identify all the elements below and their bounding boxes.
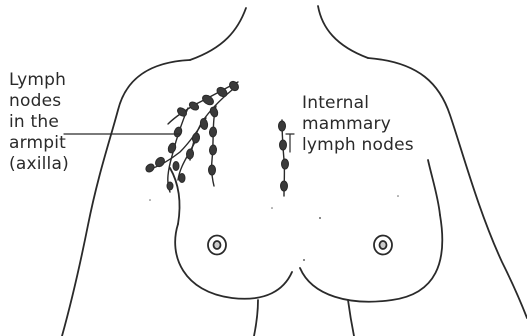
label-line: armpit bbox=[9, 133, 69, 154]
axillary-node bbox=[167, 182, 173, 190]
label-line: Internal bbox=[302, 93, 414, 114]
axillary-node bbox=[179, 174, 185, 183]
axillary-node bbox=[209, 127, 217, 138]
axillary-node bbox=[192, 132, 201, 143]
label-line: lymph nodes bbox=[302, 135, 414, 156]
axillary-node bbox=[173, 162, 179, 171]
neck-left-outline bbox=[190, 8, 246, 60]
axillary-node bbox=[209, 106, 219, 118]
axillary-node bbox=[144, 162, 155, 173]
label-line: nodes bbox=[9, 91, 69, 112]
axillary-node bbox=[173, 126, 183, 138]
axillary-node bbox=[209, 145, 217, 156]
axillary-lymph-nodes bbox=[144, 80, 240, 190]
label-line: (axilla) bbox=[9, 154, 69, 175]
axillary-node bbox=[200, 118, 209, 130]
scan-speckles bbox=[149, 195, 399, 261]
lower-torso-right bbox=[348, 300, 354, 336]
internal-mammary-node bbox=[282, 159, 289, 169]
right-breast-outline bbox=[300, 215, 442, 302]
internal-mammary-lymph-nodes-label: Internal mammary lymph nodes bbox=[302, 93, 414, 156]
axillary-lymph-nodes-label: Lymph nodes in the armpit (axilla) bbox=[9, 70, 69, 175]
left-shoulder-outline bbox=[62, 60, 190, 336]
axillary-node bbox=[186, 149, 194, 160]
lower-torso-left bbox=[254, 300, 258, 336]
right-nipple bbox=[374, 236, 392, 255]
left-nipple bbox=[208, 236, 226, 255]
label-line: mammary bbox=[302, 114, 414, 135]
neck-right-outline bbox=[318, 6, 368, 58]
axillary-node bbox=[188, 100, 200, 111]
internal-mammary-node bbox=[280, 140, 287, 150]
internal-mammary-leader-line bbox=[286, 134, 294, 152]
right-torso-side bbox=[428, 160, 440, 215]
left-breast-outline bbox=[175, 224, 292, 299]
axillary-node bbox=[209, 165, 216, 175]
label-line: in the bbox=[9, 112, 69, 133]
label-line: Lymph bbox=[9, 70, 69, 91]
internal-mammary-node bbox=[281, 181, 288, 191]
internal-mammary-node bbox=[279, 121, 286, 131]
